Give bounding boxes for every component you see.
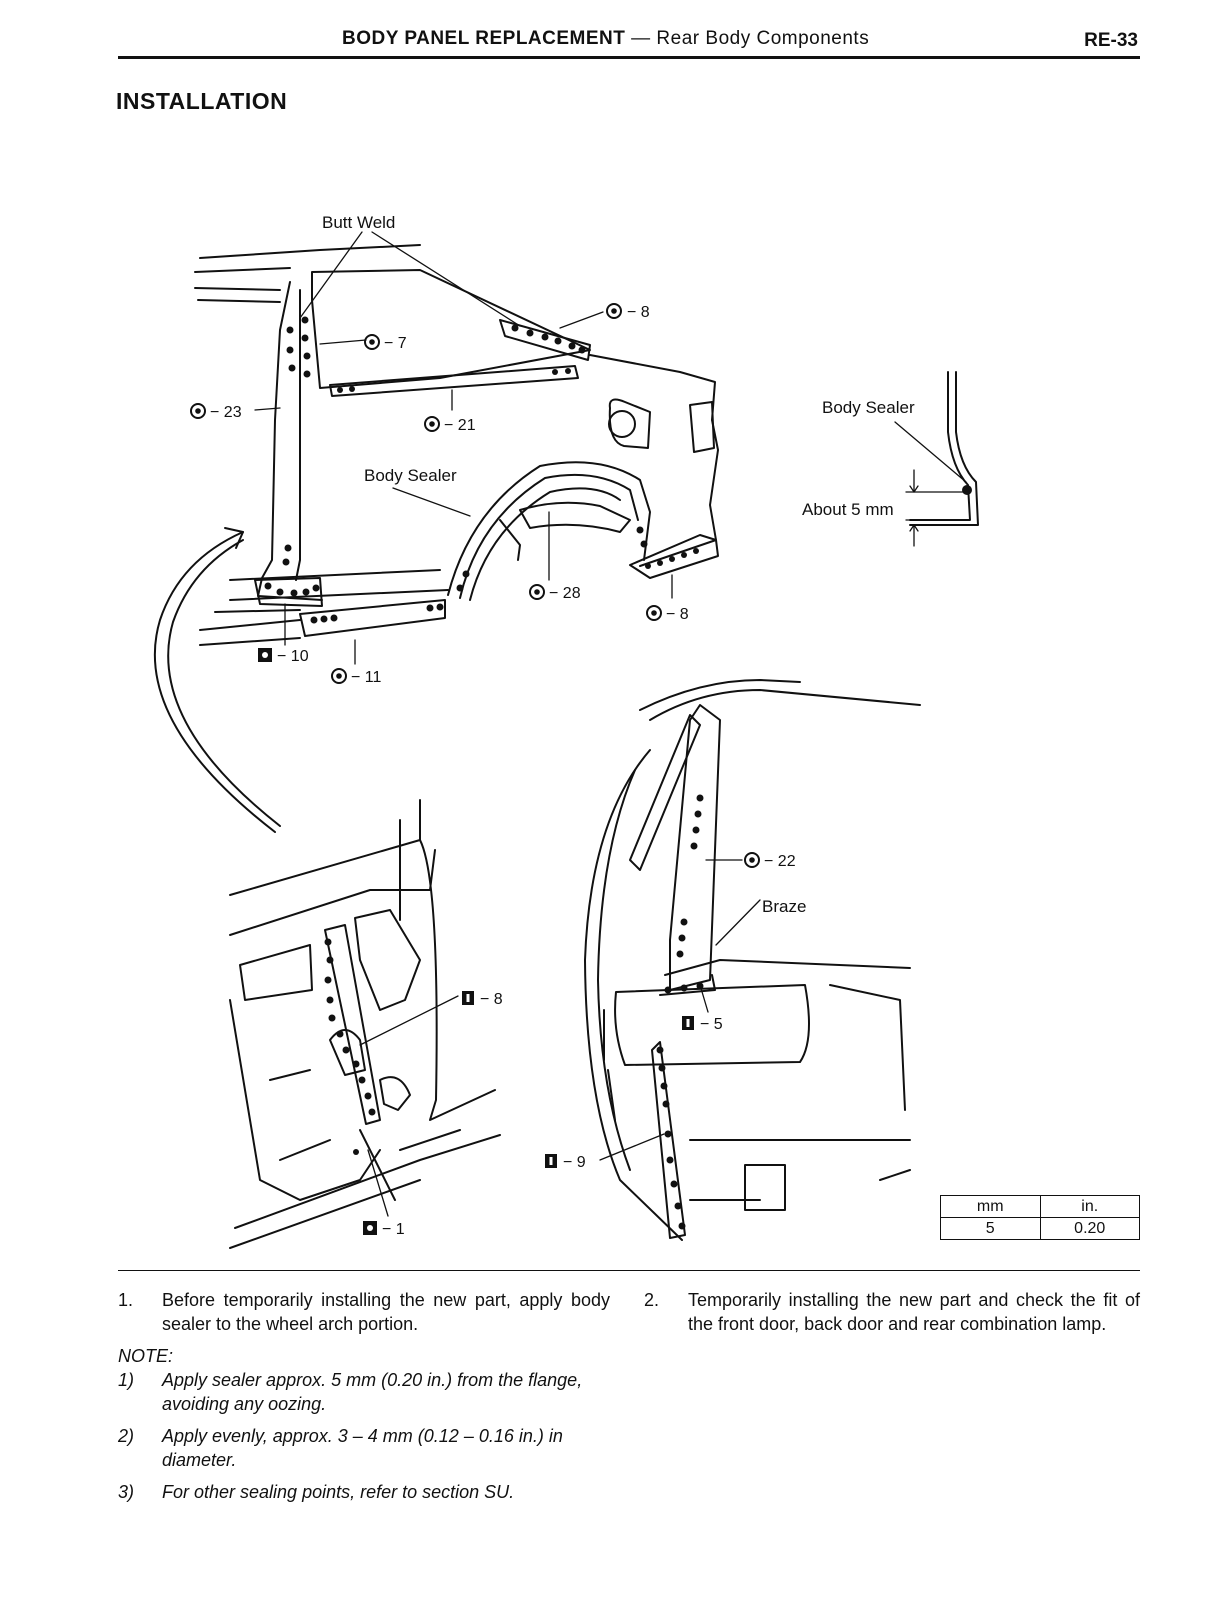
- weld-code-8-inner: − 8: [480, 991, 503, 1008]
- step-2-text: Temporarily installing the new part and …: [688, 1290, 1140, 1334]
- spot-weld-symbol-icon: [646, 605, 662, 621]
- rear-view-drawing: [584, 679, 921, 1241]
- header-title-rest: — Rear Body Components: [625, 28, 870, 49]
- weld-code-22: − 22: [764, 853, 796, 870]
- label-braze: Braze: [762, 897, 806, 916]
- step-2: 2. Temporarily installing the new part a…: [644, 1288, 1140, 1336]
- note-text: Apply sealer approx. 5 mm (0.20 in.) fro…: [162, 1370, 583, 1414]
- page-header: BODY PANEL REPLACEMENT — Rear Body Compo…: [118, 24, 1140, 59]
- weld-spots-upper: [264, 316, 699, 624]
- weld-code-5: − 5: [700, 1016, 723, 1033]
- spot-weld-symbol-icon: [529, 584, 545, 600]
- weld-code-8-rear: − 8: [666, 606, 689, 623]
- weld-code-21: − 21: [444, 417, 476, 434]
- note-number: 1): [118, 1370, 135, 1390]
- weld-code-8-upper: − 8: [627, 304, 650, 321]
- table-header-mm: mm: [940, 1195, 1041, 1218]
- note-text: For other sealing points, refer to secti…: [162, 1482, 515, 1502]
- section-title: INSTALLATION: [116, 88, 288, 114]
- note-number: 2): [118, 1426, 135, 1446]
- brazing-symbol-icon: [545, 1154, 557, 1168]
- weld-code-7: − 7: [384, 335, 407, 352]
- inner-panel-drawing: [229, 799, 501, 1249]
- conversion-table: mm in. 5 0.20: [940, 1195, 1140, 1240]
- table-header-in: in.: [1039, 1195, 1140, 1218]
- weld-code-10: − 10: [277, 648, 309, 665]
- brazing-symbol-icon: [462, 991, 474, 1005]
- spot-weld-symbol-icon: [606, 303, 622, 319]
- weld-code-9: − 9: [563, 1154, 586, 1171]
- step-1: 1. Before temporarily installing the new…: [118, 1288, 610, 1336]
- label-butt-weld: Butt Weld: [322, 213, 395, 232]
- header-title-bold: BODY PANEL REPLACEMENT: [342, 28, 626, 49]
- note-text: Apply evenly, approx. 3 – 4 mm (0.12 – 0…: [162, 1426, 563, 1470]
- leader-lines-upper: [254, 231, 673, 665]
- brazing-symbol-icon: [682, 1016, 694, 1030]
- step-1-number: 1.: [118, 1290, 134, 1310]
- step-1-text: Before temporarily installing the new pa…: [162, 1290, 610, 1334]
- note-number: 3): [118, 1482, 135, 1502]
- section-divider: [118, 1270, 1140, 1271]
- quarter-panel-drawing: [194, 244, 719, 646]
- weld-code-28: − 28: [549, 585, 581, 602]
- page-number: RE-33: [1084, 30, 1138, 51]
- curved-arrow: [153, 531, 276, 833]
- plug-weld-symbol-icon: [258, 648, 272, 662]
- note-item: 1) Apply sealer approx. 5 mm (0.20 in.) …: [118, 1368, 610, 1416]
- note-heading: NOTE:: [118, 1346, 174, 1366]
- spot-weld-symbol-icon: [744, 852, 760, 868]
- weld-code-11: − 11: [351, 669, 382, 686]
- weld-code-23: − 23: [210, 404, 242, 421]
- instructions-left-column: 1. Before temporarily installing the new…: [118, 1288, 610, 1512]
- spot-weld-symbol-icon: [424, 416, 440, 432]
- label-body-sealer: Body Sealer: [364, 466, 457, 485]
- spot-weld-symbol-icon: [190, 403, 206, 419]
- weld-code-1: − 1: [382, 1221, 405, 1238]
- weld-spots-inner: [324, 938, 376, 1155]
- weld-spots-rear: [656, 794, 704, 1230]
- table-cell-in: 0.20: [1039, 1217, 1140, 1240]
- plug-weld-symbol-icon: [363, 1221, 377, 1235]
- step-2-number: 2.: [644, 1290, 660, 1310]
- header-title: BODY PANEL REPLACEMENT — Rear Body Compo…: [342, 28, 869, 50]
- weld-symbols: [190, 303, 760, 1235]
- label-about-5mm: About 5 mm: [802, 500, 894, 519]
- spot-weld-symbol-icon: [364, 334, 380, 350]
- note-item: 3) For other sealing points, refer to se…: [118, 1480, 610, 1504]
- sealer-detail-drawing: [894, 371, 979, 547]
- instructions-right-column: 2. Temporarily installing the new part a…: [644, 1288, 1140, 1336]
- table-cell-mm: 5: [940, 1217, 1041, 1240]
- spot-weld-symbol-icon: [331, 668, 347, 684]
- note-item: 2) Apply evenly, approx. 3 – 4 mm (0.12 …: [118, 1424, 610, 1472]
- label-body-sealer-detail: Body Sealer: [822, 398, 915, 417]
